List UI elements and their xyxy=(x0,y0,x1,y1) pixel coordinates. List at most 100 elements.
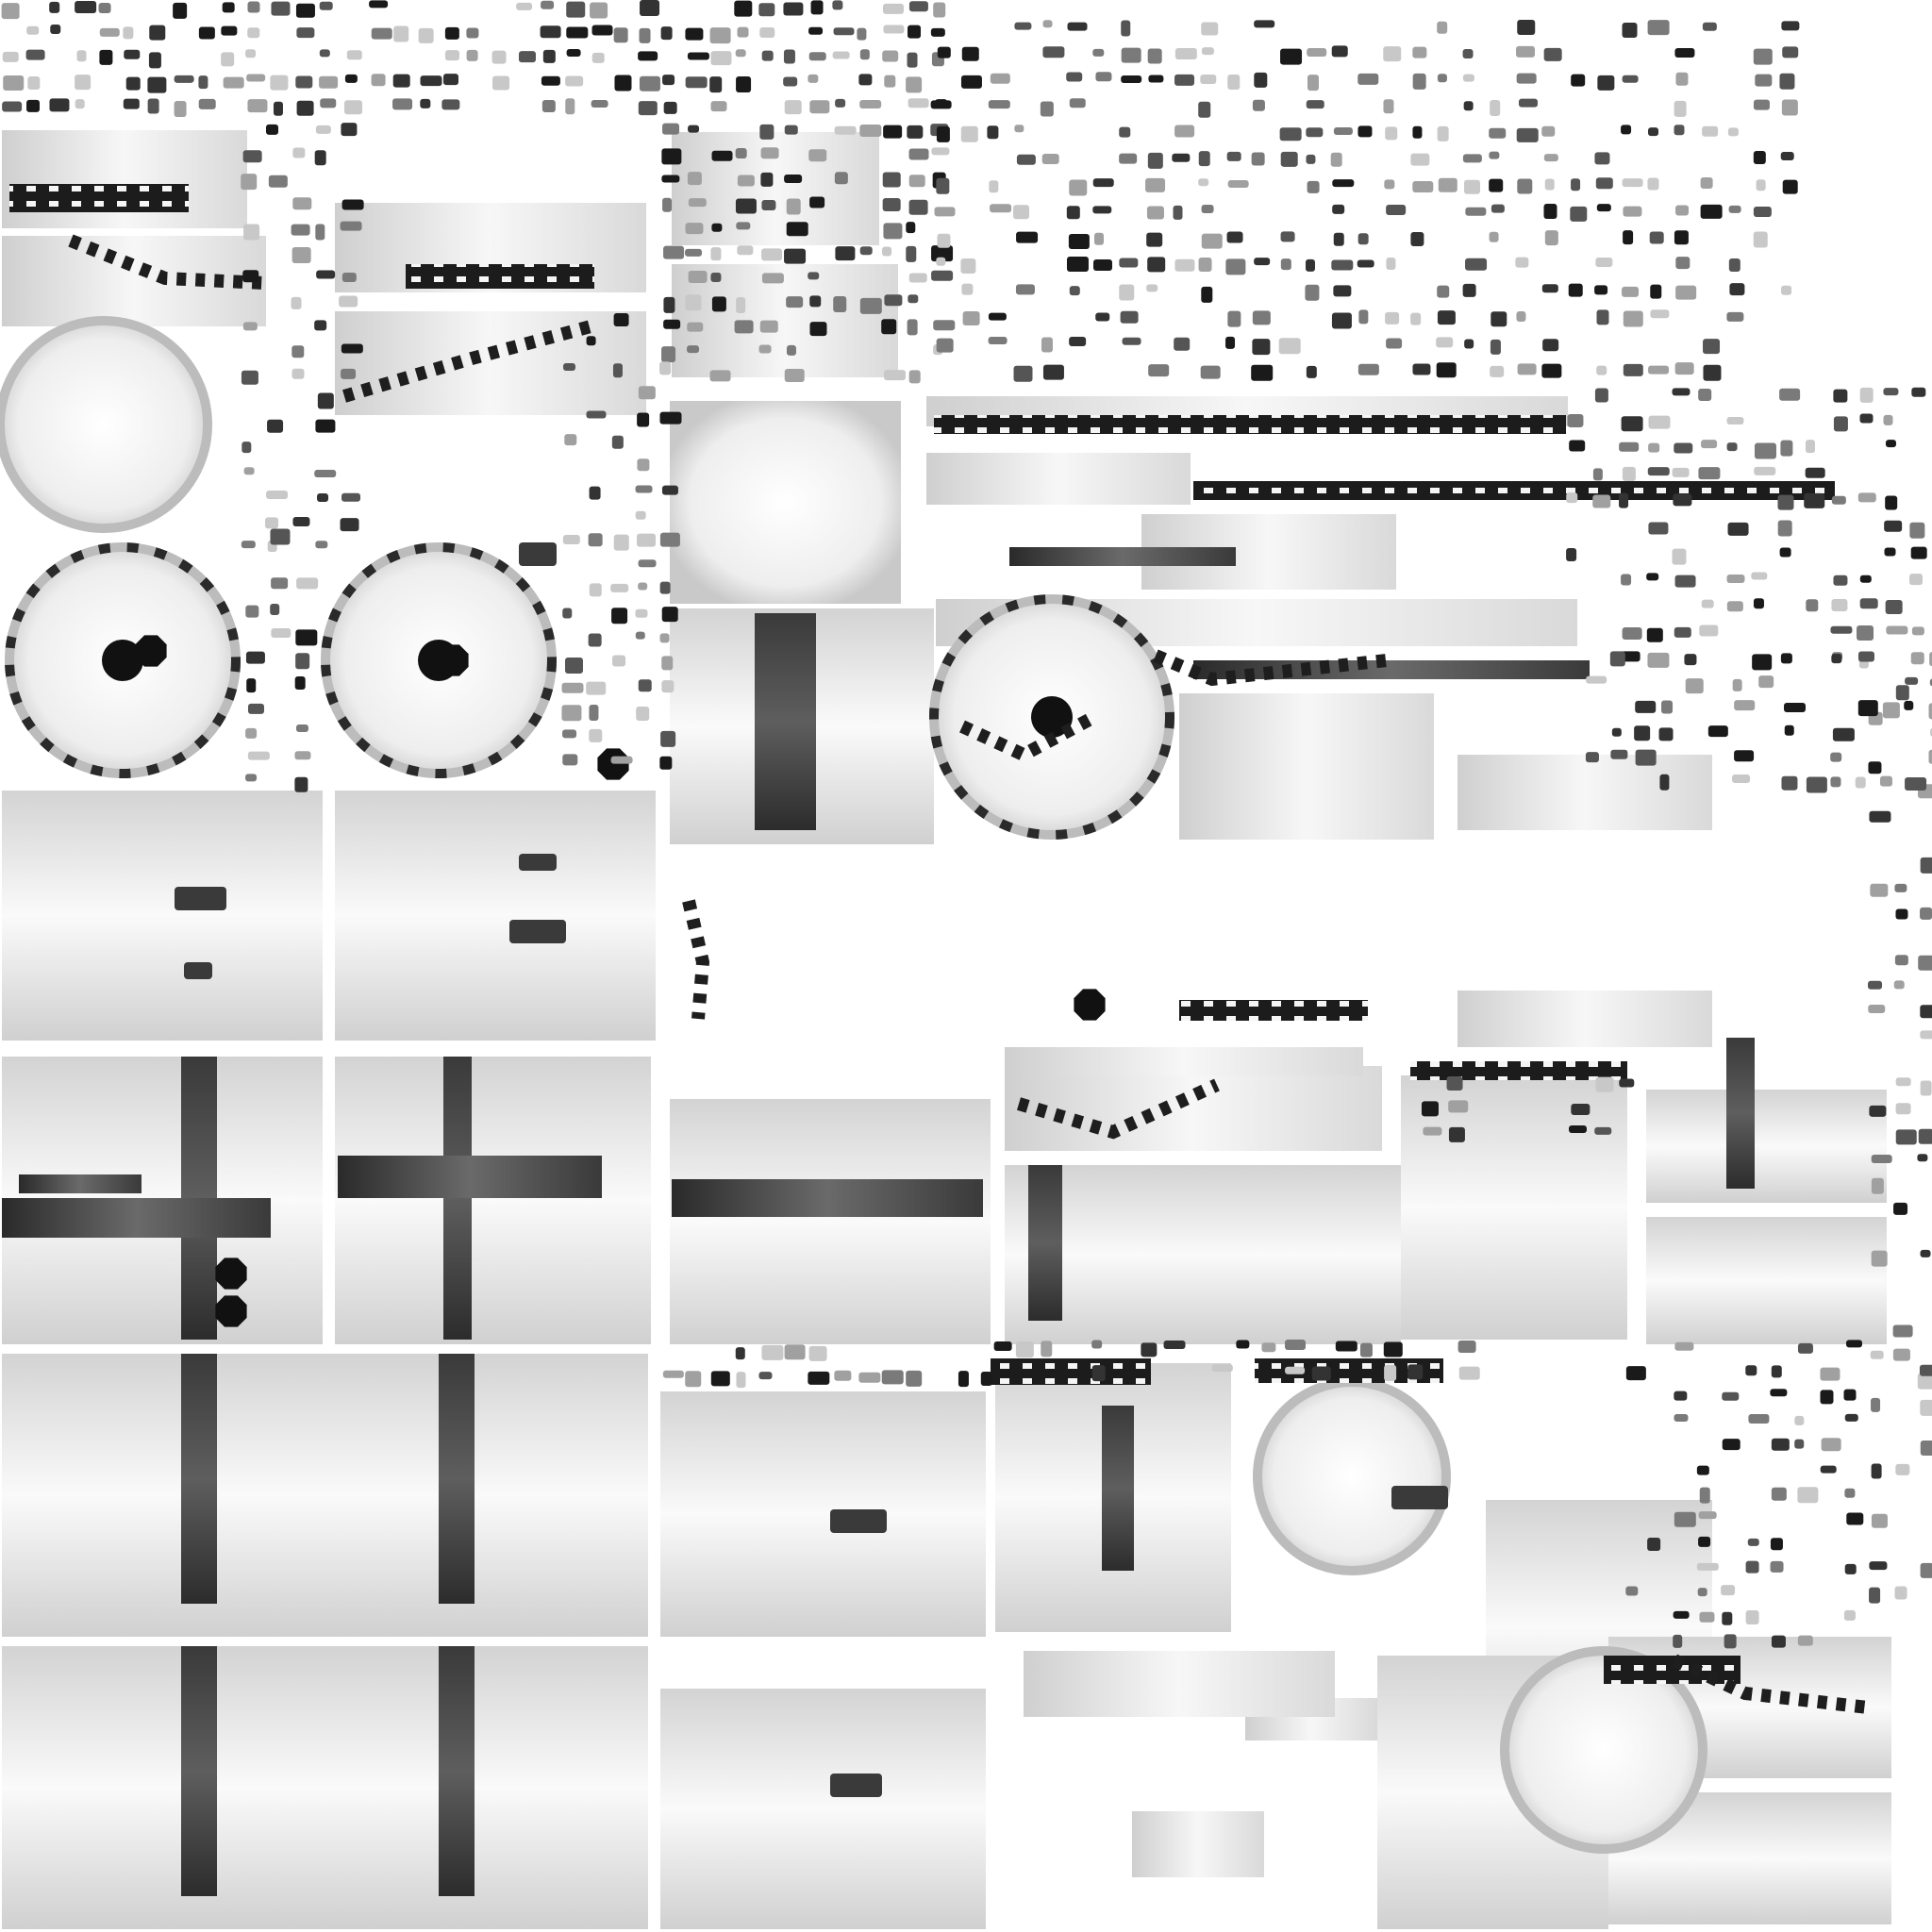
uv-chip xyxy=(1893,980,1905,990)
uv-chip xyxy=(1335,1341,1357,1352)
uv-dark-bar xyxy=(1009,547,1236,566)
uv-chip xyxy=(1585,752,1599,763)
uv-dark-column xyxy=(1028,1165,1062,1321)
uv-chip xyxy=(319,75,339,89)
uv-chip xyxy=(1745,1560,1759,1574)
uv-chip xyxy=(1758,675,1774,689)
uv-chip xyxy=(98,3,111,14)
uv-chip xyxy=(1457,1341,1476,1354)
uv-chip xyxy=(1357,259,1374,268)
uv-chip xyxy=(1174,74,1195,86)
uv-chip xyxy=(1871,1154,1892,1163)
uv-chip xyxy=(1844,1488,1856,1498)
uv-chip xyxy=(685,294,702,311)
uv-chip xyxy=(1696,1562,1719,1571)
uv-chip xyxy=(783,76,798,87)
uv-chip xyxy=(1673,493,1692,507)
uv-chip xyxy=(993,1341,1012,1351)
uv-chip xyxy=(1173,205,1183,220)
uv-chip xyxy=(906,1370,923,1387)
uv-dash-strip xyxy=(9,184,189,212)
uv-chip xyxy=(1674,362,1694,375)
uv-chip xyxy=(760,172,774,187)
uv-chip xyxy=(613,27,628,43)
uv-chip xyxy=(1332,179,1355,188)
uv-chip xyxy=(685,248,703,257)
uv-ring xyxy=(929,594,1174,840)
uv-chip xyxy=(589,705,599,722)
uv-chip xyxy=(987,125,999,140)
uv-chip xyxy=(1625,1366,1646,1381)
uv-chip xyxy=(1726,575,1745,584)
uv-chip xyxy=(392,98,413,110)
uv-chip xyxy=(1782,179,1798,194)
uv-chip xyxy=(1797,1487,1819,1504)
uv-panel xyxy=(2,236,266,326)
uv-chip xyxy=(960,258,976,275)
uv-chip xyxy=(659,411,682,425)
uv-chip xyxy=(760,147,779,159)
uv-chip xyxy=(882,246,892,257)
uv-chip xyxy=(930,27,945,37)
uv-chip xyxy=(1870,1350,1884,1359)
uv-chip xyxy=(1780,653,1792,664)
uv-chip xyxy=(1092,178,1114,188)
uv-chip xyxy=(1410,231,1424,246)
uv-chip xyxy=(1635,700,1657,713)
uv-chip xyxy=(315,541,328,549)
uv-panels xyxy=(0,130,1891,1929)
uv-chip xyxy=(1331,45,1348,58)
uv-chip xyxy=(906,245,917,262)
uv-chip xyxy=(564,658,583,675)
uv-chip xyxy=(761,199,776,210)
uv-chip xyxy=(1806,776,1827,793)
uv-chip xyxy=(1771,1635,1786,1648)
uv-chip xyxy=(935,99,948,108)
uv-chip xyxy=(936,125,950,142)
uv-chip xyxy=(245,774,258,782)
uv-chip xyxy=(809,100,830,114)
uv-panel xyxy=(672,264,898,377)
uv-chip xyxy=(1383,46,1402,62)
uv-chip xyxy=(614,75,632,92)
uv-chip xyxy=(808,149,827,162)
uv-chip xyxy=(736,75,752,92)
uv-chip xyxy=(292,197,312,210)
uv-chip xyxy=(273,101,283,116)
uv-chip xyxy=(174,101,187,118)
uv-chip xyxy=(809,322,827,337)
uv-chip xyxy=(1684,654,1697,666)
uv-octagon xyxy=(437,644,469,676)
uv-chip xyxy=(835,246,856,261)
uv-chip xyxy=(1621,416,1643,432)
uv-chip xyxy=(320,98,337,108)
uv-chip xyxy=(270,604,280,616)
uv-chip xyxy=(1543,154,1558,162)
uv-dash-path xyxy=(342,319,596,403)
uv-chip xyxy=(75,75,92,91)
uv-chip xyxy=(1595,257,1613,267)
uv-chip xyxy=(1016,154,1036,165)
uv-chip xyxy=(663,296,675,313)
uv-chip xyxy=(908,25,922,39)
uv-chip xyxy=(1871,1177,1884,1194)
uv-chip xyxy=(661,656,674,671)
uv-block xyxy=(519,854,557,871)
uv-chip xyxy=(636,707,650,722)
uv-chip xyxy=(265,124,278,135)
uv-chip xyxy=(1330,152,1342,167)
uv-chip xyxy=(1755,74,1773,87)
uv-chip xyxy=(784,125,798,135)
uv-chip xyxy=(1794,1439,1805,1449)
uv-ring xyxy=(5,542,241,778)
uv-chip xyxy=(737,175,755,187)
uv-chip xyxy=(565,75,584,87)
uv-chip xyxy=(1091,1365,1106,1382)
uv-chip xyxy=(1869,810,1891,823)
uv-chip xyxy=(1597,75,1615,91)
uv-chip xyxy=(758,3,775,17)
uv-chip xyxy=(685,27,704,41)
uv-chip xyxy=(736,1372,746,1389)
uv-chip xyxy=(246,678,257,693)
uv-chip xyxy=(1868,1004,1886,1013)
